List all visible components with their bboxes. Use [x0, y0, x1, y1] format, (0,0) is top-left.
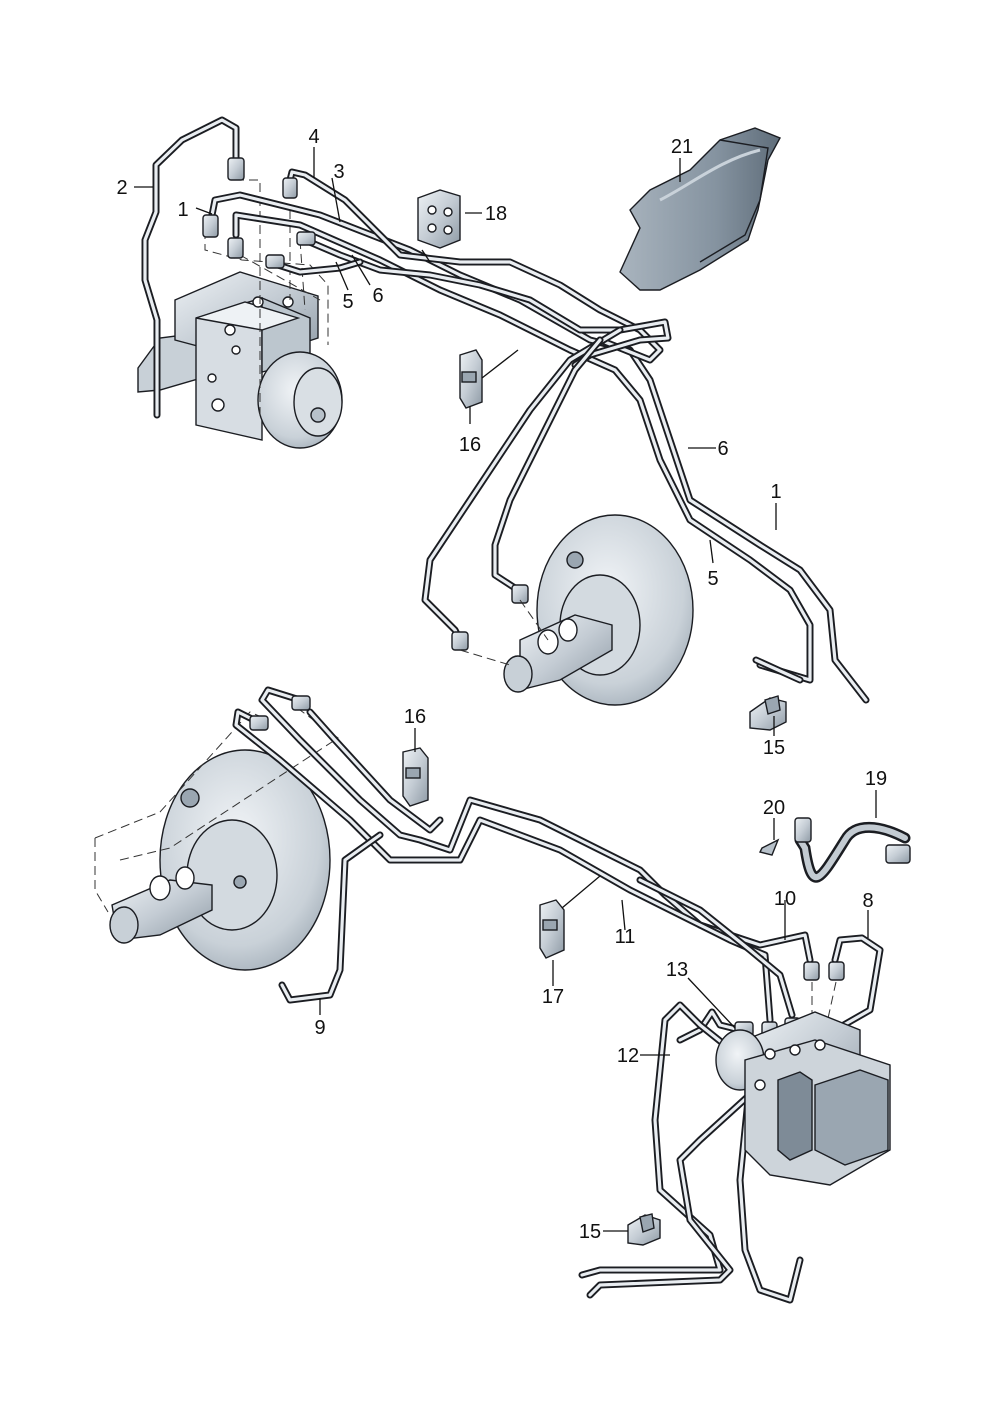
brake-booster-top — [503, 514, 694, 706]
callout-3: 3 — [333, 161, 344, 183]
pipe-clip-17 — [539, 875, 601, 959]
callout-15-top: 15 — [763, 737, 785, 759]
callout-16-bottom: 16 — [404, 706, 426, 728]
callout-21: 21 — [671, 136, 693, 158]
callout-leaders — [134, 147, 877, 1232]
callout-18: 18 — [485, 203, 507, 225]
pipe-clip-15-top — [749, 656, 804, 731]
top-assembly — [137, 116, 870, 731]
callout-8: 8 — [862, 890, 873, 912]
abs-hydraulic-unit-bottom — [715, 1011, 891, 1186]
pipe-clip-16-top — [459, 349, 519, 409]
callout-12: 12 — [617, 1045, 639, 1067]
callout-13: 13 — [666, 959, 688, 981]
cover-21 — [619, 127, 781, 291]
callout-1-right: 1 — [770, 481, 781, 503]
fittings-top — [202, 157, 529, 651]
pipe-clip-16-bottom — [402, 747, 429, 807]
brake-line-2 — [141, 116, 240, 419]
brake-lines-1-5-6-top — [208, 168, 870, 704]
callout-20: 20 — [763, 797, 785, 819]
spring-clip-20 — [758, 838, 780, 856]
callout-labels: 1 2 3 4 5 6 18 21 16 6 1 5 15 16 19 20 1… — [116, 126, 887, 1243]
callout-4: 4 — [308, 126, 319, 148]
callout-17: 17 — [542, 986, 564, 1008]
callout-19: 19 — [865, 768, 887, 790]
callout-6-right: 6 — [717, 438, 728, 460]
callout-16-top: 16 — [459, 434, 481, 456]
callout-15-bottom: 15 — [579, 1221, 601, 1243]
callout-11: 11 — [615, 926, 636, 948]
callout-10: 10 — [774, 888, 796, 910]
callout-6-top: 6 — [372, 285, 383, 307]
callout-9: 9 — [314, 1017, 325, 1039]
brake-lines-10-11-bottom — [232, 686, 884, 1304]
bottom-assembly — [94, 686, 911, 1304]
pipe-clip-15-bottom — [627, 1213, 661, 1246]
callout-2: 2 — [116, 177, 127, 199]
callout-1-top-left: 1 — [177, 199, 188, 221]
callout-5-right: 5 — [707, 568, 718, 590]
brake-booster-bottom — [109, 749, 331, 971]
abs-hydraulic-unit-top — [137, 271, 343, 449]
pipe-clip-18 — [417, 189, 461, 263]
brake-hose-19 — [794, 817, 911, 883]
callout-5-top: 5 — [342, 291, 353, 313]
